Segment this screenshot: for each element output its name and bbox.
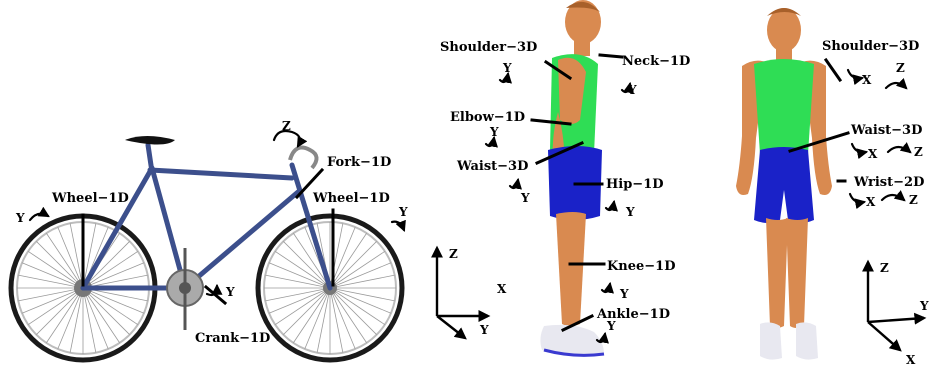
axis-z-label: Z	[449, 247, 458, 261]
front-wrist-label: Wrist−2D	[853, 175, 924, 190]
bike-seat	[125, 136, 175, 145]
crank-rotation-label: Y	[225, 285, 235, 299]
wheel-spoke	[36, 288, 83, 335]
front-axis-x-label: X	[906, 353, 916, 367]
rear-wheel-rotation-label: Y	[15, 211, 25, 225]
front-shoulder-rotation-z-label: Z	[896, 61, 905, 75]
rotation-arrow-icon	[888, 147, 910, 152]
crank-label: Crank−1D	[195, 331, 270, 346]
axis-y-label: Y	[479, 323, 489, 337]
rotation-arrow-icon	[30, 214, 48, 220]
front-shoulder-label: Shoulder−3D	[822, 39, 919, 54]
chainring	[167, 248, 203, 330]
rear-wheel-label: Wheel−1D	[51, 191, 129, 206]
human-side-view	[540, 0, 604, 355]
rotation-arrow-icon	[882, 195, 904, 200]
front-shoulder-leader	[826, 60, 840, 80]
elbow-label: Elbow−1D	[450, 110, 525, 125]
neck-rotation-label: Y	[627, 83, 637, 97]
shoulder-rotation-label: Y	[502, 61, 512, 75]
rotation-arrow-icon	[848, 70, 862, 78]
fork-rotation-label: Z	[282, 119, 291, 133]
front-wheel-rotation-label: Y	[398, 205, 408, 219]
fork-label: Fork−1D	[327, 155, 391, 170]
wheel-spoke	[330, 241, 377, 288]
ankle-rotation-label: Y	[606, 319, 616, 333]
hip-rotation-label: Y	[625, 205, 635, 219]
rotation-arrow-icon	[500, 74, 508, 82]
axes-front	[868, 262, 924, 350]
neck-label: Neck−1D	[622, 54, 690, 69]
front-wrist-rotation-z-label: Z	[909, 193, 918, 207]
knee-label: Knee−1D	[607, 259, 676, 274]
bike-frame	[83, 145, 330, 288]
front-wheel-label: Wheel−1D	[312, 191, 390, 206]
elbow-rotation-label: Y	[489, 125, 499, 139]
neck-leader	[600, 55, 622, 57]
waist-rotation-label: Y	[520, 191, 530, 205]
front-wrist-rotation-x-label: X	[866, 195, 876, 209]
front-axis-z-label: Z	[880, 261, 889, 275]
knee-rotation-label: Y	[619, 287, 629, 301]
front-waist-rotation-z-label: Z	[914, 145, 923, 159]
hip-label: Hip−1D	[606, 177, 664, 192]
rotation-arrow-icon	[850, 194, 864, 202]
wheel-spoke	[36, 241, 83, 288]
front-waist-rotation-x-label: X	[868, 147, 878, 161]
wheel-spoke	[283, 288, 330, 335]
axis-x-label: X	[497, 282, 507, 296]
rotation-arrow-icon	[486, 138, 494, 146]
rotation-arrow-icon	[602, 284, 610, 292]
wheel-spoke	[330, 288, 377, 335]
rotation-arrow-icon	[852, 144, 866, 152]
rotation-arrow-icon	[510, 180, 518, 188]
waist-label: Waist−3D	[456, 159, 528, 174]
front-waist-label: Waist−3D	[850, 123, 922, 138]
shoulder-label: Shoulder−3D	[440, 40, 537, 55]
human-front-view	[736, 8, 832, 360]
wheel-spoke	[83, 288, 130, 335]
rotation-arrow-icon	[392, 222, 404, 230]
front-axis-y-label: Y	[919, 299, 929, 313]
front-shoulder-rotation-x-label: X	[862, 73, 872, 87]
rotation-arrow-icon	[886, 83, 906, 88]
rotation-arrow-icon	[274, 131, 300, 146]
rotation-arrow-icon	[606, 202, 614, 210]
